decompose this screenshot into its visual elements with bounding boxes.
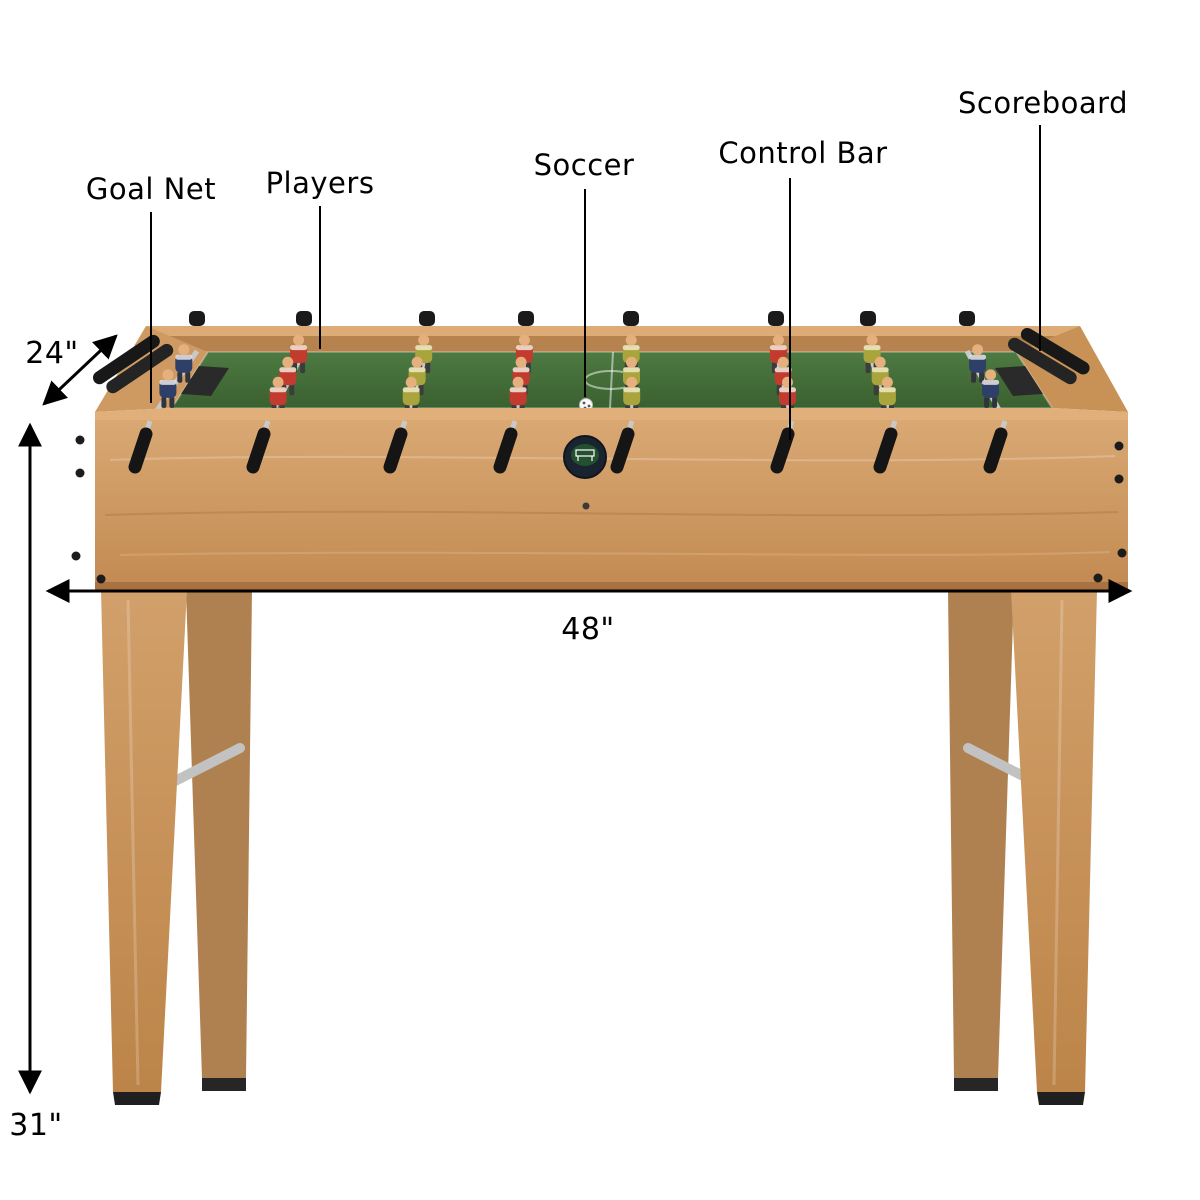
brand-mark [582,502,590,510]
table-legs-front [101,590,1097,1105]
wood-grain [104,510,1119,517]
callout-label-scoreboard: Scoreboard [958,86,1128,120]
table-leg [186,590,252,1078]
goal-net-left [181,366,229,396]
dimension-label-depth: 24" [25,336,79,371]
serve-cup [563,435,607,510]
leg-foot [113,1092,161,1105]
control-bar [873,420,898,474]
control-bar [246,420,271,474]
front-panel-face [95,420,1128,590]
dimension-arrow-depth [42,334,118,406]
control-bar [493,420,518,474]
wood-grain [126,599,140,1086]
control-bar [128,420,153,474]
table-leg [948,590,1014,1078]
callout-label-players: Players [265,166,375,200]
dimension-label-height: 31" [9,1108,63,1143]
leg-foot [202,1078,246,1091]
wood-grain [119,551,1111,556]
table-legs-back [186,590,1014,1091]
front-rail-bevel [95,408,1128,420]
goal-net-right [995,366,1043,396]
callout-label-control-bar: Control Bar [718,136,888,170]
control-bar [383,420,408,474]
control-bar [610,420,635,474]
table-leg [101,590,187,1092]
dimension-label-width: 48" [561,612,615,647]
leg-foot [954,1078,998,1091]
table-leg [1011,590,1097,1092]
control-bar-grips [128,420,1008,474]
leg-foot [1037,1092,1085,1105]
scoreboard-unit-right [1008,327,1090,385]
table-top [92,311,1128,423]
dimension-arrows [17,334,1133,1095]
rod-end-caps [189,311,975,326]
panel-bottom-edge [95,582,1128,590]
callout-lines [150,125,1041,440]
wood-grain [1052,599,1064,1086]
callout-label-soccer: Soccer [533,148,635,182]
back-rail-top [146,326,1080,336]
back-rail-inner [154,336,1072,352]
center-line [609,351,614,409]
callout-label-goal-net: Goal Net [85,172,217,206]
control-bar [983,420,1008,474]
front-panel [71,408,1128,590]
leg-support-bars [121,743,1087,811]
